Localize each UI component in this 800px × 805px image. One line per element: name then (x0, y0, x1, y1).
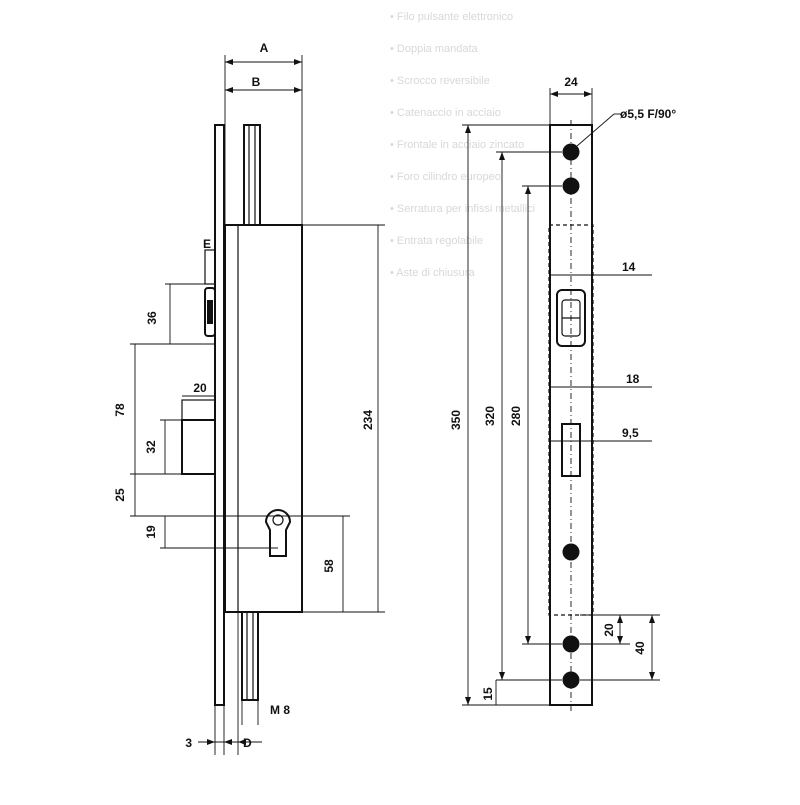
dim-9-5: 9,5 (549, 426, 652, 442)
dim-9-5-label: 9,5 (622, 426, 639, 440)
dim-25: 25 (113, 473, 215, 516)
lock-body (224, 224, 303, 613)
ghost-line: • Foro cilindro europeo (390, 171, 501, 183)
dim-20: 20 (182, 381, 215, 397)
dim-32-label: 32 (144, 440, 158, 454)
dim-20-front-label: 20 (602, 623, 616, 637)
dim-14-label: 14 (622, 260, 636, 274)
dim-24: 24 (549, 75, 593, 125)
ghost-text: • Filo pulsante elettronico • Doppia man… (390, 11, 535, 279)
ghost-line: • Aste di chiusura (390, 267, 475, 279)
dim-20-label: 20 (193, 381, 207, 395)
ghost-line: • Catenaccio in acciaio (390, 107, 501, 119)
ghost-line: • Filo pulsante elettronico (390, 11, 513, 23)
front-roller-latch (556, 289, 586, 347)
latch-E (204, 249, 216, 285)
dim-3-label: 3 (185, 736, 192, 750)
dim-58-label: 58 (322, 559, 336, 573)
dim-14: 14 (549, 260, 652, 276)
dim-78-label: 78 (113, 403, 127, 417)
roller-latch (204, 287, 216, 337)
dim-320-label: 320 (483, 406, 497, 426)
deadbolt-guide (181, 399, 216, 421)
body-recess (548, 224, 594, 616)
dim-19-label: 19 (144, 525, 158, 539)
ghost-line: • Entrata regolabile (390, 235, 483, 247)
dim-15-label: 15 (481, 687, 495, 701)
cylinder-hole (264, 509, 292, 557)
dim-B-label: B (252, 75, 261, 89)
screw-hole (562, 143, 580, 161)
front-view: 24 ø5,5 F/90° 14 18 9,5 (449, 75, 676, 712)
side-view: A B E 36 78 20 (113, 41, 385, 755)
ghost-line: • Serratura per infissi metallici (390, 203, 535, 215)
dim-320: 320 (483, 151, 562, 681)
hole-callout: ø5,5 F/90° (576, 107, 676, 147)
dim-D-label: D (243, 736, 252, 750)
faceplate (214, 124, 225, 706)
ghost-line: • Frontale in acciaio zincato (390, 139, 524, 151)
front-deadbolt-slot (561, 423, 581, 477)
dim-15: 15 (481, 680, 497, 705)
bottom-rod (241, 611, 259, 701)
dim-350: 350 (449, 124, 550, 706)
top-rod (243, 124, 261, 226)
dim-24-label: 24 (564, 75, 578, 89)
dim-58: 58 (322, 516, 344, 612)
dim-E-label: E (203, 237, 211, 251)
dim-40-label: 40 (633, 641, 647, 655)
deadbolt (181, 419, 216, 475)
dim-350-label: 350 (449, 410, 463, 430)
dim-78: 78 (113, 343, 165, 474)
screw-hole (562, 543, 580, 561)
dim-A: A (224, 41, 303, 225)
dim-3-D: 3 D (185, 612, 262, 755)
dim-234: 234 (302, 224, 385, 613)
dim-A-label: A (260, 41, 269, 55)
dim-234-label: 234 (361, 410, 375, 430)
screw-hole (562, 177, 580, 195)
dim-19: 19 (130, 515, 350, 549)
dim-280-label: 280 (509, 406, 523, 426)
dim-36-label: 36 (145, 311, 159, 325)
dim-18-label: 18 (626, 372, 640, 386)
dim-20-40: 20 40 (580, 614, 660, 681)
dim-M8: M 8 (241, 700, 290, 725)
dim-25-label: 25 (113, 488, 127, 502)
dim-18: 18 (549, 372, 652, 388)
screw-hole (562, 671, 580, 689)
hole-callout-label: ø5,5 F/90° (620, 107, 676, 121)
dim-B: B (225, 75, 302, 93)
dim-32: 32 (144, 419, 182, 474)
ghost-line: • Scrocco reversibile (390, 75, 490, 87)
dim-280: 280 (509, 185, 562, 645)
dim-36: 36 (145, 283, 215, 345)
dim-M8-label: M 8 (270, 703, 290, 717)
screw-hole (562, 635, 580, 653)
ghost-line: • Doppia mandata (390, 43, 479, 55)
